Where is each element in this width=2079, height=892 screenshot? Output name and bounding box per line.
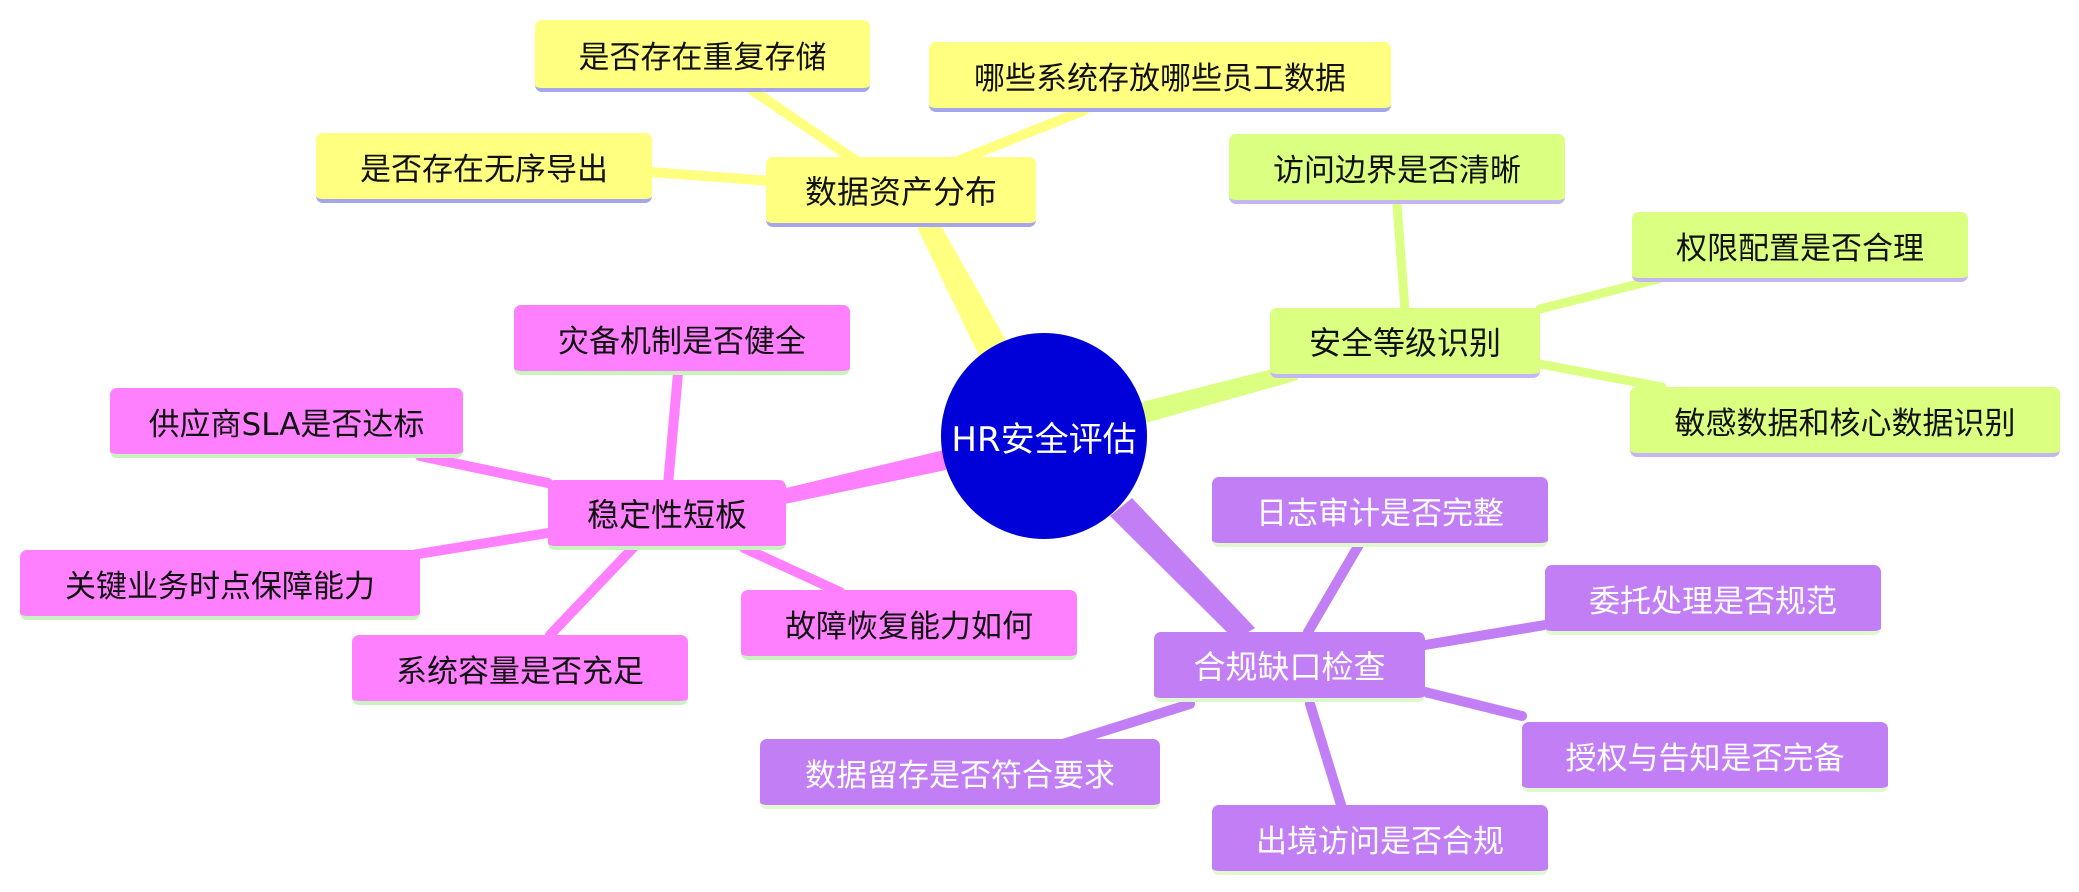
connector-line [747, 85, 863, 167]
leaf-node[interactable]: 数据留存是否符合要求 [760, 739, 1160, 809]
connector-line [1420, 620, 1550, 650]
connector-line [1420, 687, 1527, 721]
leaf-node[interactable]: 权限配置是否合理 [1632, 212, 1968, 282]
leaf-node[interactable]: 日志审计是否完整 [1212, 477, 1548, 547]
connector-line [663, 368, 683, 490]
branch-node-stability[interactable]: 稳定性短板 [548, 480, 786, 550]
branch-connector-purple [1110, 498, 1255, 640]
branch-connector-yellow [916, 217, 1007, 356]
leaf-node[interactable]: 供应商SLA是否达标 [110, 388, 463, 458]
connector-line [407, 528, 553, 560]
leaf-node[interactable]: 关键业务时点保障能力 [20, 550, 420, 620]
leaf-node[interactable]: 是否存在重复存储 [535, 20, 870, 92]
branch-connector-pink [778, 450, 946, 505]
leaf-node[interactable]: 委托处理是否规范 [1545, 565, 1881, 635]
connector-line [1303, 538, 1365, 637]
branch-node-data-assets[interactable]: 数据资产分布 [766, 157, 1036, 227]
leaf-node[interactable]: 系统容量是否充足 [352, 635, 688, 705]
leaf-node[interactable]: 故障恢复能力如何 [741, 590, 1077, 660]
branch-connector-green [1134, 364, 1298, 424]
leaf-node[interactable]: 出境访问是否合规 [1212, 805, 1548, 875]
connector-line [1535, 273, 1667, 314]
connector-line [1535, 359, 1667, 392]
connector-line [1305, 699, 1347, 813]
connector-line [415, 451, 553, 488]
leaf-node[interactable]: 授权与告知是否完备 [1522, 722, 1888, 792]
connector-line [955, 105, 1090, 165]
leaf-node[interactable]: 访问边界是否清晰 [1229, 134, 1565, 204]
connector-line [645, 167, 777, 186]
leaf-node[interactable]: 灾备机制是否健全 [514, 305, 850, 375]
leaf-node[interactable]: 敏感数据和核心数据识别 [1630, 387, 2060, 457]
leaf-node[interactable]: 哪些系统存放哪些员工数据 [929, 42, 1391, 112]
leaf-node[interactable]: 是否存在无序导出 [316, 133, 652, 203]
connector-line [1392, 199, 1410, 315]
root-node[interactable]: HR安全评估 [941, 333, 1147, 539]
branch-node-security-level[interactable]: 安全等级识别 [1270, 308, 1540, 378]
connector-line [739, 543, 845, 597]
connector-line [545, 543, 638, 640]
branch-node-compliance-gap[interactable]: 合规缺口检查 [1154, 632, 1425, 702]
